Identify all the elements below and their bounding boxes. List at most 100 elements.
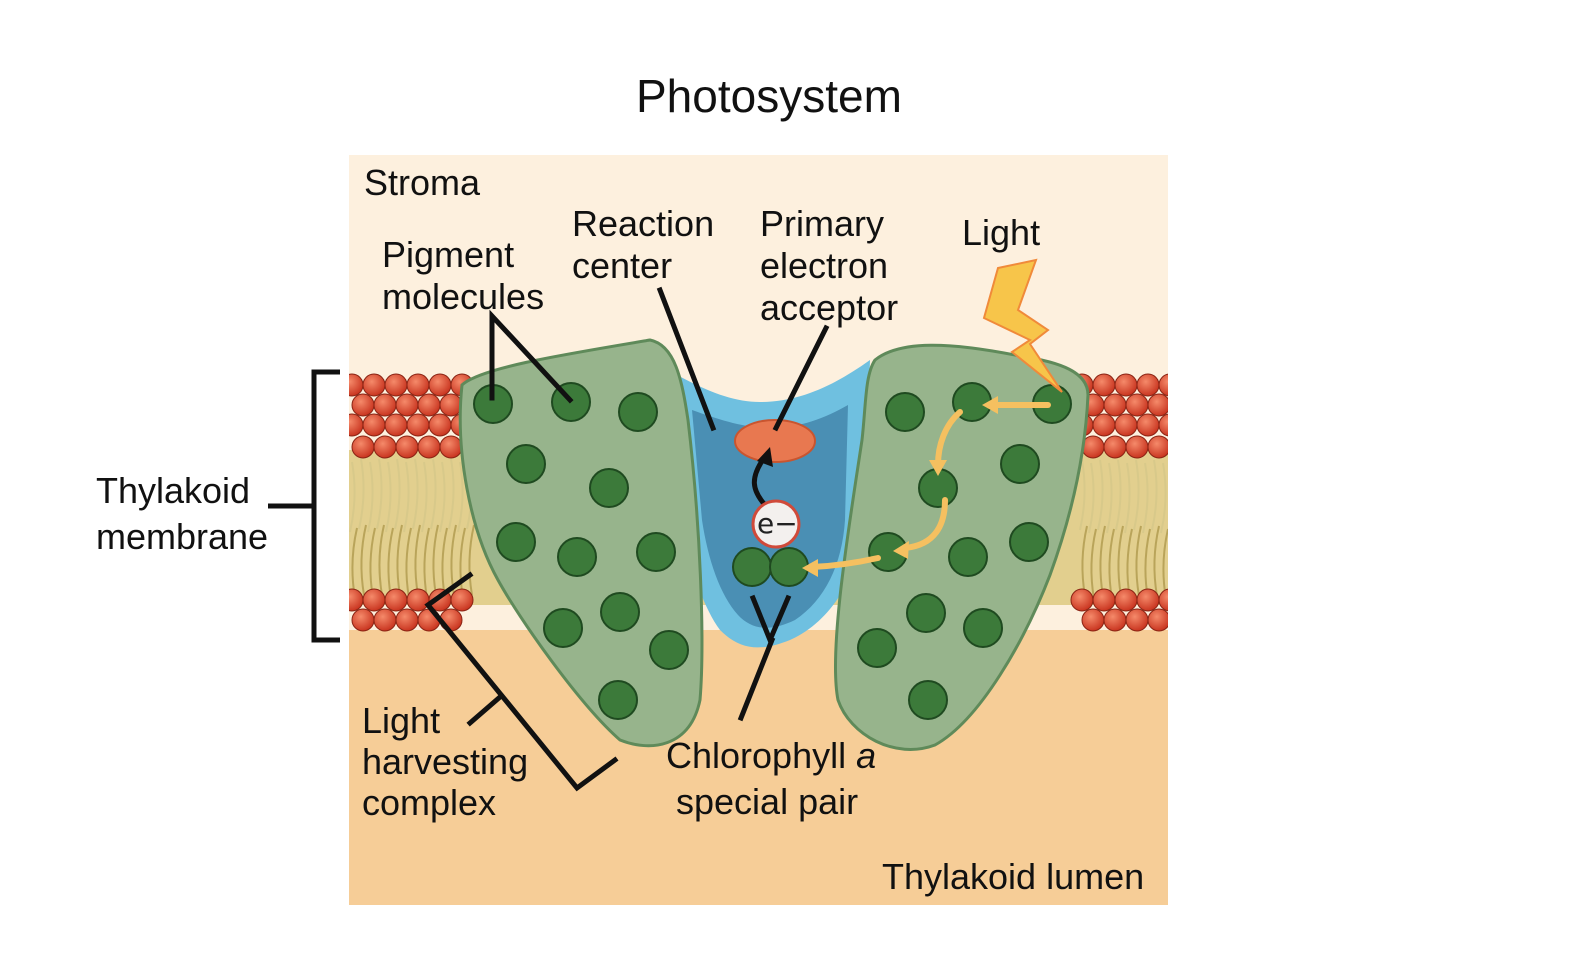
lipid-head (1147, 608, 1168, 632)
lipid-head (406, 413, 430, 437)
special-pair-chlorophyll-right (769, 547, 809, 587)
lipid-tail (1097, 459, 1104, 531)
thylakoid-lumen-label: Thylakoid lumen (882, 856, 1145, 897)
lipid-head (406, 588, 430, 612)
pigment-molecule (948, 537, 988, 577)
lipid-heads (349, 373, 1168, 632)
lipid-tail (1160, 462, 1167, 534)
pigment-molecule (600, 592, 640, 632)
electron-label: e− (757, 507, 798, 540)
lipid-tail (1142, 462, 1149, 534)
lipid-tail (421, 461, 428, 533)
lipid-head (450, 588, 474, 612)
lipid-head (1114, 373, 1138, 397)
pigment-molecule (885, 392, 925, 432)
lipid-head (1103, 435, 1127, 459)
lipid-tail (457, 461, 464, 533)
lipid-head (1125, 608, 1149, 632)
lipid-head (1158, 373, 1168, 397)
lipid-head (362, 373, 386, 397)
pigment-molecule (543, 608, 583, 648)
lipid-tail (394, 458, 401, 530)
lipid-head (395, 393, 419, 417)
lipid-tail (1115, 459, 1122, 531)
lipid-head (1147, 435, 1168, 459)
lipid-tail (1090, 528, 1097, 600)
lipid-tail (358, 458, 365, 530)
lipid-head (428, 373, 452, 397)
lipid-tail (385, 461, 392, 533)
primary-electron-acceptor-label: Primary electron acceptor (760, 203, 899, 328)
diagram-title: Photosystem (636, 70, 902, 122)
light-label: Light (962, 212, 1041, 253)
lipid-head (1092, 413, 1116, 437)
pigment-molecules-label: Pigment molecules (382, 234, 545, 317)
lipid-head (1114, 413, 1138, 437)
lipid-head (406, 373, 430, 397)
pigment-molecule (589, 468, 629, 508)
lipid-head (1158, 588, 1168, 612)
electron-icon (751, 499, 801, 549)
lipid-tail (405, 527, 412, 599)
reaction-center-label: Reaction center (572, 203, 715, 286)
lipid-head (349, 373, 364, 397)
lipid-head (1136, 373, 1160, 397)
lipid-head (373, 435, 397, 459)
electron-transfer-arrow (751, 456, 767, 507)
lipid-head (1070, 588, 1094, 612)
lipid-tail (360, 524, 367, 596)
pigment-molecule (506, 444, 546, 484)
pigment-molecule (1000, 444, 1040, 484)
lightning-bolt-icon (982, 258, 1063, 393)
lipid-tails (349, 458, 1168, 600)
lipid-tail (430, 458, 437, 530)
lipid-head (417, 435, 441, 459)
lipid-head (351, 393, 375, 417)
lipid-tail (432, 524, 439, 596)
lipid-tail (414, 524, 421, 596)
lipid-tail (423, 527, 430, 599)
lipid-head (1136, 413, 1160, 437)
lipid-tail (448, 458, 455, 530)
pigment-molecule (857, 628, 897, 668)
lipid-head (373, 608, 397, 632)
pigment-molecules (473, 382, 1072, 720)
lipid-head (362, 588, 386, 612)
lipid-head (1125, 435, 1149, 459)
lipid-head (1092, 588, 1116, 612)
lipid-head (439, 393, 463, 417)
lipid-head (362, 413, 386, 437)
lipid-head (1136, 588, 1160, 612)
lipid-head (439, 435, 463, 459)
light-harvesting-complex-label: Light harvesting complex (362, 700, 529, 823)
lipid-head (1158, 413, 1168, 437)
lipid-head (395, 435, 419, 459)
lipid-head (351, 435, 375, 459)
primary-electron-acceptor (734, 419, 816, 463)
lipid-tail (1079, 459, 1086, 531)
lipid-head (417, 393, 441, 417)
lipid-tail (1088, 462, 1095, 534)
lipid-head (1103, 608, 1127, 632)
electron-arrowhead (757, 447, 773, 467)
lipid-head (1092, 373, 1116, 397)
lipid-head (1125, 393, 1149, 417)
lipid-tail (403, 461, 410, 533)
stroma-label: Stroma (364, 162, 481, 203)
lipid-tail (1133, 459, 1140, 531)
lipid-head (395, 608, 419, 632)
lipid-tail (439, 461, 446, 533)
thylakoid-membrane-bracket (268, 369, 340, 643)
lipid-head (1081, 608, 1105, 632)
lipid-head (349, 588, 364, 612)
lipid-tail (367, 461, 374, 533)
pigment-molecule (636, 532, 676, 572)
pigment-molecule (618, 392, 658, 432)
pigment-molecule (906, 593, 946, 633)
lipid-head (349, 413, 364, 437)
pigment-molecule (649, 630, 689, 670)
lipid-tail (376, 458, 383, 530)
lipid-tail (349, 461, 356, 533)
lipid-tail (1153, 525, 1160, 597)
energy-transfer-arrowheads (802, 396, 998, 577)
